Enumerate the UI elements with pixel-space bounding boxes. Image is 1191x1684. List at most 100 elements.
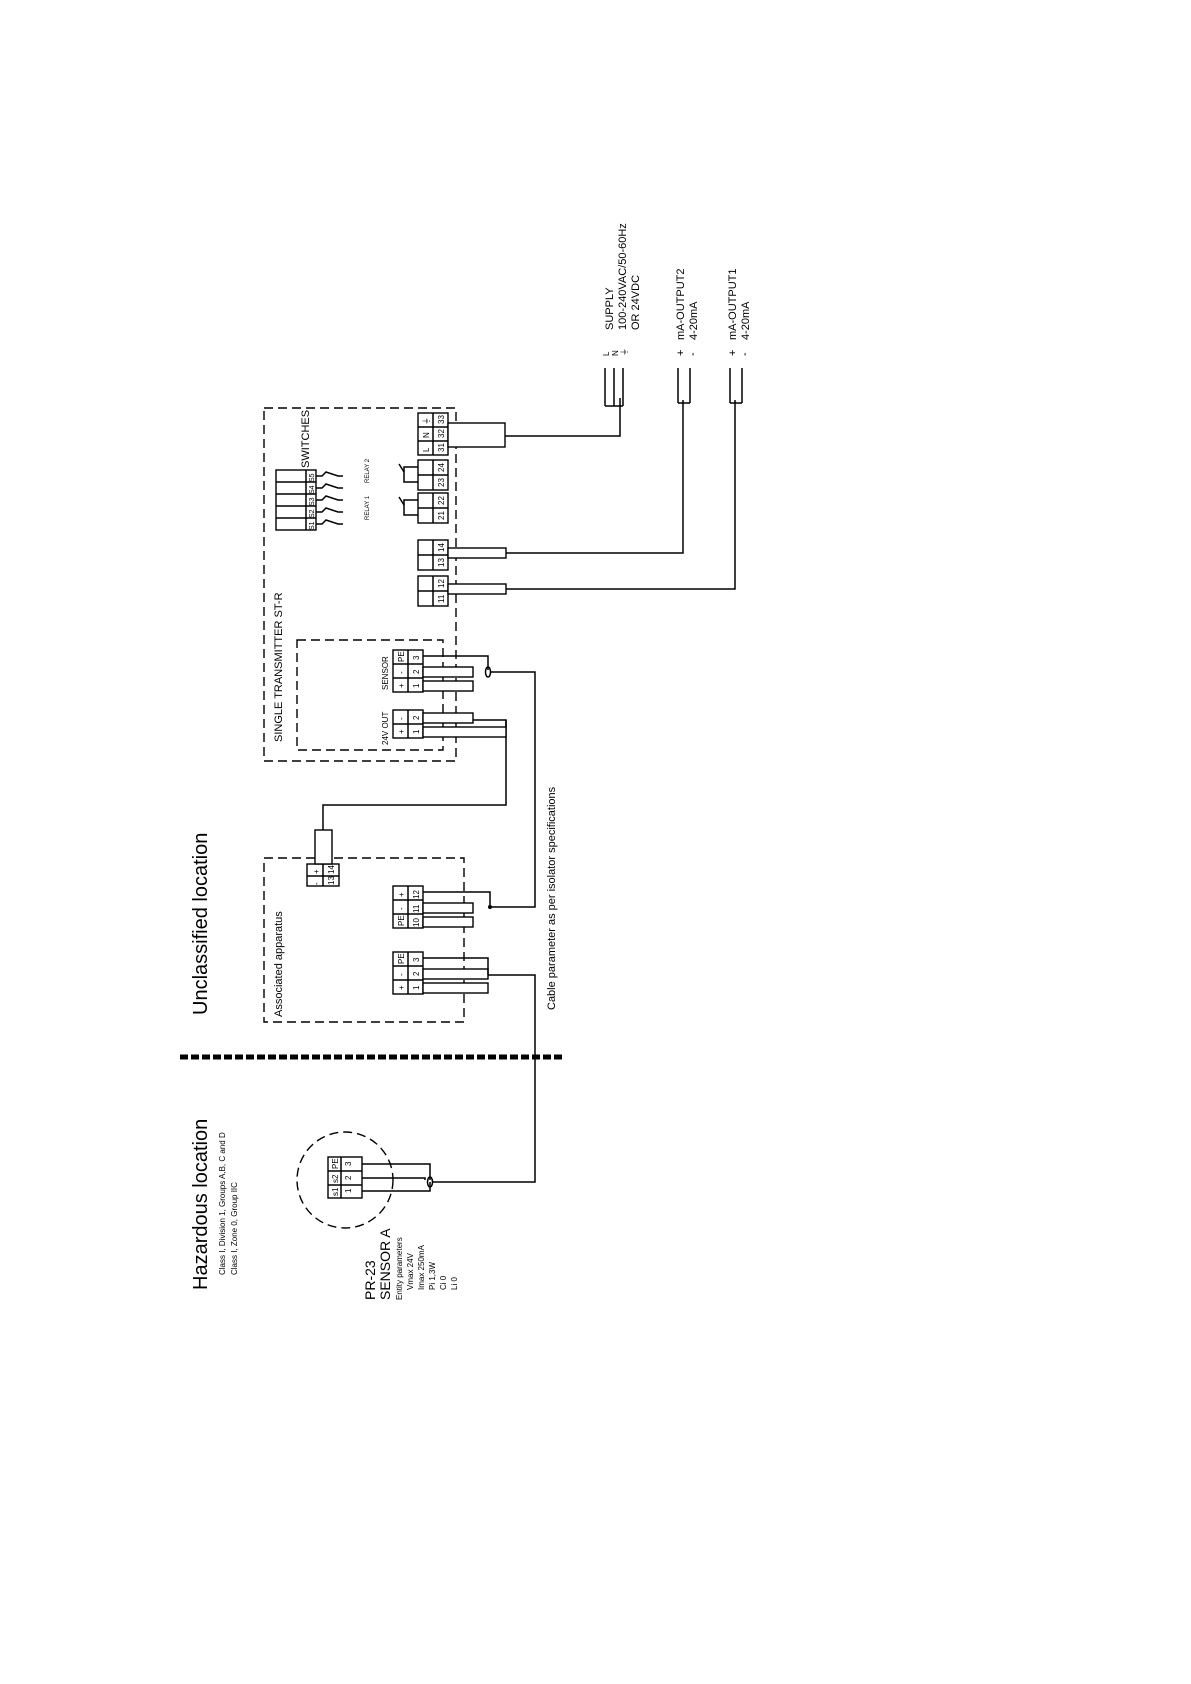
isolator-b-num-2: 11 — [412, 904, 421, 913]
transmitter-relay1-block: 21 22 RELAY 1 — [365, 492, 449, 524]
transmitter-switches: S1 S2 S3 S4 S5 SWITCHES — [275, 410, 343, 531]
transmitter-relay1-num-1: 21 — [437, 511, 446, 520]
isolator-b-sign-3: + — [397, 892, 406, 897]
output2-sign-minus: - — [687, 352, 699, 356]
transmitter-relay1-num-2: 22 — [437, 496, 446, 505]
sensor-term-name-3: PE — [331, 1158, 340, 1169]
transmitter-sensor-sign-2: - — [397, 671, 406, 674]
switch-s5: S5 — [309, 473, 316, 482]
transmitter-sensor-num-3: 3 — [412, 655, 421, 660]
transmitter-out1-block: 11 12 — [417, 400, 736, 607]
isolator-supply-sign-2: - — [312, 882, 321, 885]
transmitter-out1-num-1: 11 — [437, 594, 446, 603]
output2-range: 4-20mA — [688, 301, 700, 340]
sensor-params-title: Entity parameters — [395, 1237, 404, 1300]
isolator-b-num-3: 12 — [412, 890, 421, 899]
transmitter-24v-sign-2: - — [397, 717, 406, 720]
isolator-a-sign-3: PE — [397, 953, 406, 964]
transmitter-24v-label: 24V OUT — [381, 712, 390, 745]
transmitter-24v-num-1: 1 — [412, 729, 421, 734]
transmitter-24v-block: + - 1 2 — [392, 709, 507, 739]
output1-sign-minus: - — [739, 352, 751, 356]
isolator-boundary — [263, 857, 465, 1023]
output2-connection: + - mA-OUTPUT2 4-20mA — [675, 269, 700, 404]
isolator-label: Associated apparatus — [273, 911, 285, 1017]
transmitter-relay2-block: 23 24 RELAY 2 — [365, 458, 449, 491]
sensor-boundary-circle — [296, 1131, 394, 1229]
supply-pin-pe: ⏚ — [620, 348, 629, 356]
transmitter-supply-block: L N ⏚ 31 32 33 — [417, 398, 621, 456]
switch-s3: S3 — [309, 497, 316, 506]
isolator-a-num-1: 1 — [412, 985, 421, 990]
transmitter-sensor-label: SENSOR — [381, 656, 390, 690]
output1-title: mA-OUTPUT1 — [727, 269, 739, 341]
sensor-terminal-block: s1 s2 PE 1 2 3 — [327, 1156, 363, 1199]
transmitter-relay2-label: RELAY 2 — [365, 458, 371, 483]
output2-sign-plus: + — [675, 350, 687, 356]
transmitter-title: SINGLE TRANSMITTER ST-R — [273, 592, 285, 742]
isolator-a-num-3: 3 — [412, 957, 421, 962]
supply-dc: OR 24VDC — [630, 275, 642, 330]
transmitter-supply-num-1: 31 — [437, 443, 446, 452]
sensor-param-pi: Pi 1,3W — [428, 1262, 437, 1290]
transmitter-out1-num-2: 12 — [437, 579, 446, 588]
hazardous-class-line2: Class I, Zone 0, Group IIC — [230, 1182, 239, 1275]
supply-title: SUPPLY — [604, 287, 616, 330]
sensor-model: PR-23 — [362, 1260, 378, 1300]
cable-note: Cable parameter as per isolator specific… — [546, 786, 558, 1010]
isolator-b-sign-1: PE — [397, 915, 406, 926]
supply-pin-l: L — [602, 351, 611, 356]
isolator-supply-block: + - 14 13 — [306, 720, 507, 887]
transmitter-24v-num-2: 2 — [412, 715, 421, 720]
unclassified-title: Unclassified location — [190, 833, 212, 1015]
transmitter-relay2-num-2: 24 — [437, 463, 446, 472]
supply-voltage: 100-240VAC/50-60Hz — [617, 223, 629, 330]
isolator-supply-num-1: 14 — [327, 865, 336, 874]
sensor-term-name-2: s2 — [331, 1174, 340, 1183]
isolator-b-num-1: 10 — [412, 918, 421, 927]
switch-s4: S4 — [309, 485, 316, 494]
supply-connection: L N ⏚ SUPPLY 100-240VAC/50-60Hz OR 24VDC — [602, 223, 642, 407]
isolator-supply-sign-1: + — [312, 869, 321, 874]
transmitter-supply-sign-3: ⏚ — [422, 417, 431, 425]
sensor-term-num-3: 3 — [344, 1161, 353, 1166]
isolator-a-num-2: 2 — [412, 971, 421, 976]
hazardous-class-line1: Class I, Division 1, Groups A,B, C and D — [218, 1132, 227, 1275]
isolator-a-sign-1: + — [397, 985, 406, 990]
sensor-param-ci: Ci 0 — [439, 1275, 448, 1290]
output1-sign-plus: + — [727, 350, 739, 356]
transmitter-inner-boundary — [296, 639, 444, 751]
switch-s2: S2 — [309, 509, 316, 518]
isolator-block-b: PE - + 10 11 12 — [392, 885, 492, 929]
sensor-term-num-2: 2 — [344, 1175, 353, 1180]
output2-title: mA-OUTPUT2 — [675, 269, 687, 341]
sensor-name: SENSOR A — [377, 1228, 393, 1300]
sensor-term-num-1: 1 — [344, 1188, 353, 1193]
transmitter-sensor-num-2: 2 — [412, 669, 421, 674]
transmitter-24v-sign-1: + — [397, 729, 406, 734]
isolator-supply-num-2: 13 — [327, 876, 336, 885]
isolator-block-a: + - PE 1 2 3 — [392, 951, 489, 995]
supply-pin-n: N — [611, 350, 620, 356]
output1-connection: + - mA-OUTPUT1 4-20mA — [727, 269, 752, 404]
transmitter-supply-sign-2: N — [422, 432, 431, 438]
sensor-cable — [362, 974, 536, 1192]
transmitter-supply-num-2: 32 — [437, 429, 446, 438]
transmitter-supply-sign-1: L — [422, 447, 431, 452]
transmitter-sensor-sign-1: + — [397, 683, 406, 688]
transmitter-out2-num-2: 14 — [437, 543, 446, 552]
transmitter-supply-num-3: 33 — [437, 415, 446, 424]
transmitter-out2-num-1: 13 — [437, 558, 446, 567]
isolator-b-sign-2: - — [397, 907, 406, 910]
transmitter-sensor-sign-3: PE — [397, 651, 406, 662]
switches-label: SWITCHES — [300, 410, 312, 468]
transmitter-relay2-num-1: 23 — [437, 478, 446, 487]
sensor-term-name-1: s1 — [331, 1187, 340, 1196]
transmitter-out2-block: 13 14 — [417, 400, 684, 571]
isolator-a-sign-2: - — [397, 973, 406, 976]
hazardous-title: Hazardous location — [190, 1119, 212, 1290]
sensor-param-li: Li 0 — [450, 1277, 459, 1290]
transmitter-sensor-num-1: 1 — [412, 683, 421, 688]
sensor-param-imax: Imax 250mA — [417, 1244, 426, 1290]
output1-range: 4-20mA — [740, 301, 752, 340]
